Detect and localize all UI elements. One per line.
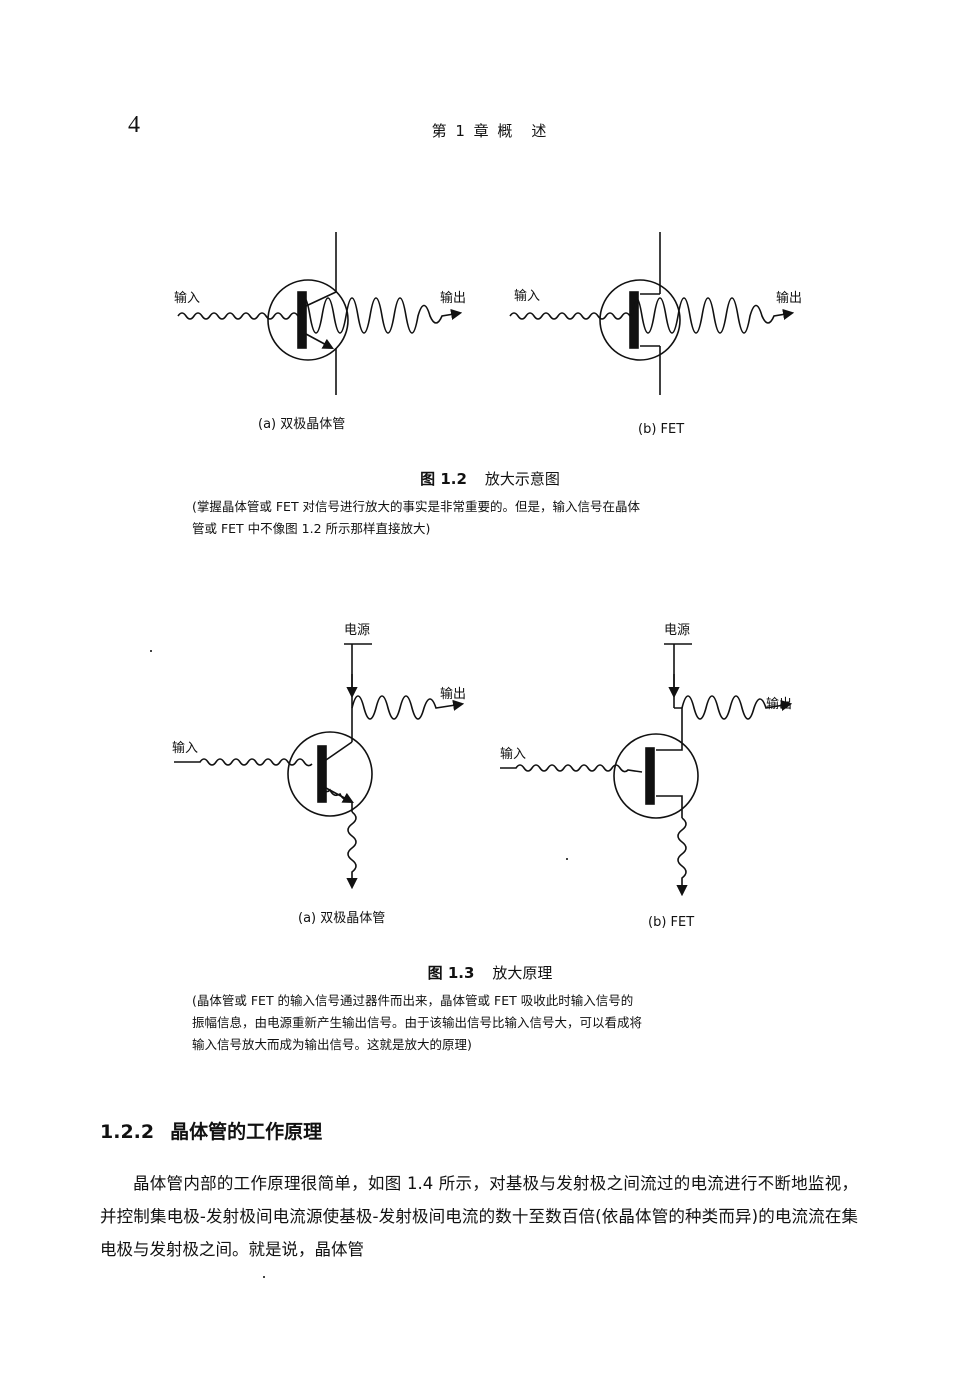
fig-1-2-b-caption: (b) FET (638, 422, 684, 437)
figure-1-3-title-text: 放大原理 (492, 964, 553, 982)
fig-1-3-a-input-label: 输入 (172, 740, 198, 756)
fig-1-2-b-output-label: 输出 (776, 290, 802, 306)
fet-circle (613, 733, 699, 819)
fig-1-3-a-caption: (a) 双极晶体管 (298, 911, 385, 926)
body-paragraph: 晶体管内部的工作原理很简单，如图 1.4 所示，对基极与发射极之间流过的电流进行… (100, 1174, 858, 1259)
gate-bar (645, 747, 655, 805)
note-line: (晶体管或 FET 的输入信号通过器件而出来，晶体管或 FET 吸收此时输入信号… (192, 993, 634, 1008)
figure-1-2-title-text: 放大示意图 (484, 470, 560, 488)
fig-1-3-b-power-label: 电源 (664, 623, 690, 638)
scan-speck (566, 858, 568, 860)
fig-1-2-panel-b (509, 232, 795, 395)
transistor-circle (267, 279, 349, 361)
output-signal-wave (299, 297, 463, 334)
scan-speck (263, 1276, 265, 1278)
fig-1-2-a-input-label: 输入 (174, 290, 200, 306)
section-number: 1.2.2 (100, 1121, 155, 1143)
note-line: 振幅信息，由电源重新产生输出信号。由于该输出信号比输入信号大，可以看成将 (192, 1015, 643, 1030)
gate-bar (629, 291, 639, 349)
fig-1-2-b-input-label: 输入 (514, 288, 540, 304)
input-signal-wave (174, 758, 313, 767)
fig-1-3-a-power-label: 电源 (344, 623, 370, 638)
figure-1-2-number: 图 1.2 (420, 470, 467, 488)
section-title: 晶体管的工作原理 (170, 1121, 323, 1143)
fig-1-3-panel-b (500, 643, 793, 897)
scan-speck (150, 650, 152, 652)
fig-1-2-a-caption: (a) 双极晶体管 (258, 417, 345, 432)
figure-1-3-diagram: 电源 输出 输入 (a) 双极晶体管 电源 输出 输入 (b) FET (172, 623, 793, 930)
output-signal-wave (681, 695, 793, 720)
figure-1-2-title: 图 1.2 放大示意图 (0, 468, 980, 489)
fig-1-2-a-output-label: 输出 (440, 290, 466, 306)
figure-1-3-note: (晶体管或 FET 的输入信号通过器件而出来，晶体管或 FET 吸收此时输入信号… (192, 990, 792, 1056)
note-line: 管或 FET 中不像图 1.2 所示那样直接放大) (192, 521, 431, 536)
fig-1-3-b-input-label: 输入 (500, 746, 526, 762)
fig-1-3-b-caption: (b) FET (648, 915, 694, 930)
transistor-circle (287, 731, 373, 817)
note-line: 输入信号放大而成为输出信号。这就是放大的原理) (192, 1037, 472, 1052)
input-signal-wave (177, 312, 299, 320)
figure-1-2-note: (掌握晶体管或 FET 对信号进行放大的事实是非常重要的。但是，输入信号在晶体 … (192, 496, 792, 540)
drain-current-wave (676, 817, 688, 897)
fig-1-3-panel-a (174, 643, 465, 890)
fet-circle (599, 279, 681, 361)
note-line: (掌握晶体管或 FET 对信号进行放大的事实是非常重要的。但是，输入信号在晶体 (192, 499, 641, 514)
base-current-wave (321, 787, 351, 801)
input-signal-wave (509, 312, 631, 320)
running-title: 第 1 章 概 述 (431, 122, 549, 140)
output-signal-wave (631, 297, 795, 334)
emitter-current-wave (346, 811, 358, 890)
fig-1-2-panel-a (177, 232, 463, 395)
figure-1-3-number: 图 1.3 (427, 964, 475, 982)
output-signal-wave (351, 695, 465, 720)
base-bar (317, 745, 327, 803)
section-heading: 1.2.2 晶体管的工作原理 (100, 1117, 322, 1144)
fig-1-3-a-output-label: 输出 (440, 686, 466, 702)
fig-1-3-b-output-label: 输出 (766, 696, 792, 712)
base-bar (297, 291, 307, 349)
page-number: 4 (128, 112, 140, 138)
figure-1-3-title: 图 1.3 放大原理 (0, 962, 980, 983)
input-signal-wave (500, 764, 643, 773)
figure-1-2-diagram: 输入 输出 (a) 双极晶体管 输入 输出 (b) FET (174, 232, 802, 437)
